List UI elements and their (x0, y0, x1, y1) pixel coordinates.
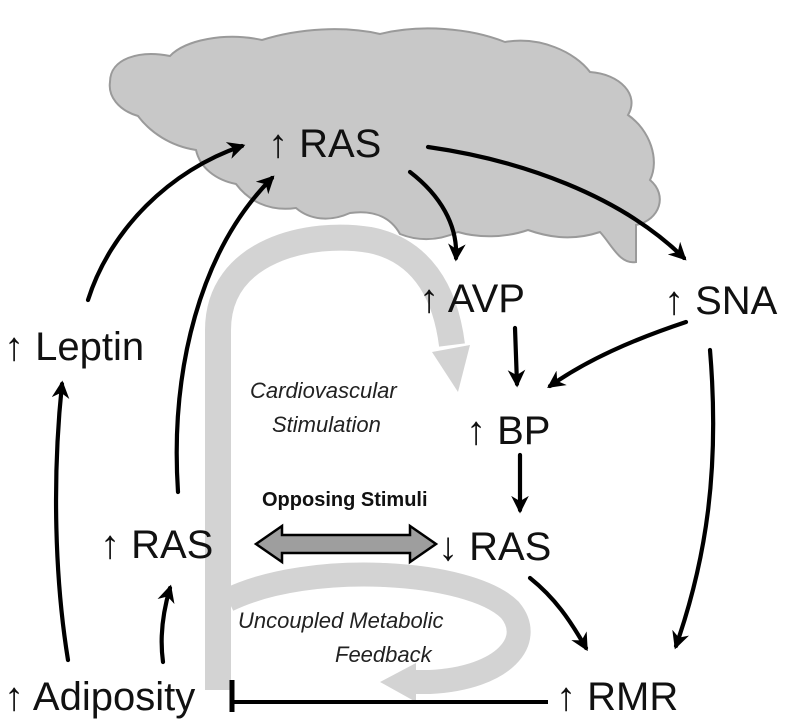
arrow-avp-to-bp (507, 325, 526, 388)
node-rmr: ↑ RMR (556, 675, 678, 719)
node-adipose-ras: ↑ RAS (100, 523, 213, 567)
brain-shape (108, 27, 661, 264)
arrow-brain-ras-to-avp (407, 169, 466, 262)
arrow-adipose-ras-to-brain-ras (174, 175, 275, 495)
label-opposing-stimuli: Opposing Stimuli (262, 489, 428, 511)
arrow-adiposity-to-adipose-ras (157, 584, 175, 665)
arrow-sna-to-rmr (672, 347, 716, 650)
node-kidney-ras: ↓ RAS (438, 525, 551, 569)
label-feedback: Feedback (335, 642, 433, 667)
arrow-sna-to-bp (547, 319, 689, 389)
arrow-adiposity-to-leptin (51, 380, 71, 663)
label-uncoupled-metabolic: Uncoupled Metabolic (238, 608, 443, 633)
node-brain-ras: ↑ RAS (268, 122, 381, 166)
cardiovascular-arrowhead (432, 345, 470, 392)
node-sna: ↑ SNA (664, 279, 778, 323)
arrow-leptin-to-brain-ras (85, 142, 246, 303)
node-bp: ↑ BP (466, 409, 550, 453)
label-stimulation: Stimulation (272, 412, 381, 437)
cardiovascular-stimulation-arrow (205, 224, 465, 690)
arrow-brain-ras-to-sna (425, 144, 687, 261)
label-cardiovascular: Cardiovascular (250, 378, 398, 403)
uncoupled-feedback-arrow (222, 562, 531, 694)
arrow-kidney-ras-to-rmr (527, 575, 589, 652)
node-adiposity: ↑ Adiposity (4, 675, 195, 719)
uncoupled-feedback-arrowhead (380, 663, 416, 702)
node-avp: ↑ AVP (419, 277, 525, 321)
node-leptin: ↑ Leptin (4, 325, 144, 369)
opposing-stimuli-double-arrow (253, 523, 439, 565)
